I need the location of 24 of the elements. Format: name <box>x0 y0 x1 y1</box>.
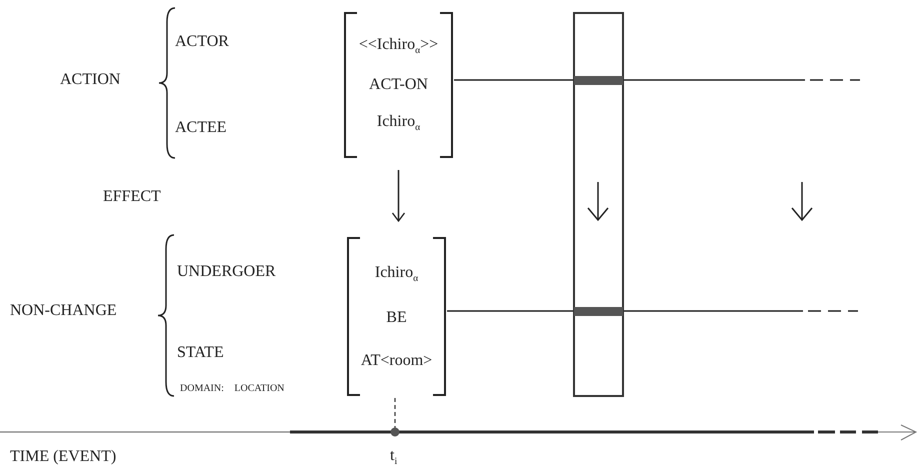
category-label: EFFECT <box>103 189 161 205</box>
time-label: t$_{i}$ <box>390 448 398 465</box>
arrow <box>392 170 406 222</box>
connector-line <box>447 310 573 312</box>
time-slice-box <box>573 12 624 397</box>
frame-entry: BE <box>386 309 407 327</box>
frame-entry: AT<room> <box>360 352 432 370</box>
category-label: NON-CHANGE <box>10 303 117 319</box>
connector-line <box>454 79 573 81</box>
role-label: STATE <box>177 345 224 361</box>
role-label: ACTOR <box>175 34 229 50</box>
bracket-frame <box>343 12 454 158</box>
frame-entry: Ichiro$_{α}$ <box>374 264 418 284</box>
bracket-frame <box>346 237 447 396</box>
axis-label: TIME (EVENT) <box>10 449 116 465</box>
frame-entry: <<Ichiro$_{α}$>> <box>358 36 438 57</box>
frame-entry: ACT-ON <box>369 76 428 94</box>
connector-line <box>624 79 805 81</box>
domain-label: DOMAIN: LOCATION <box>180 384 284 394</box>
category-label: ACTION <box>60 72 120 88</box>
role-label: ACTEE <box>175 120 227 136</box>
connector-line <box>624 310 803 312</box>
role-label: UNDERGOER <box>177 264 276 280</box>
frame-entry: Ichiro$_{α}$ <box>376 113 420 134</box>
